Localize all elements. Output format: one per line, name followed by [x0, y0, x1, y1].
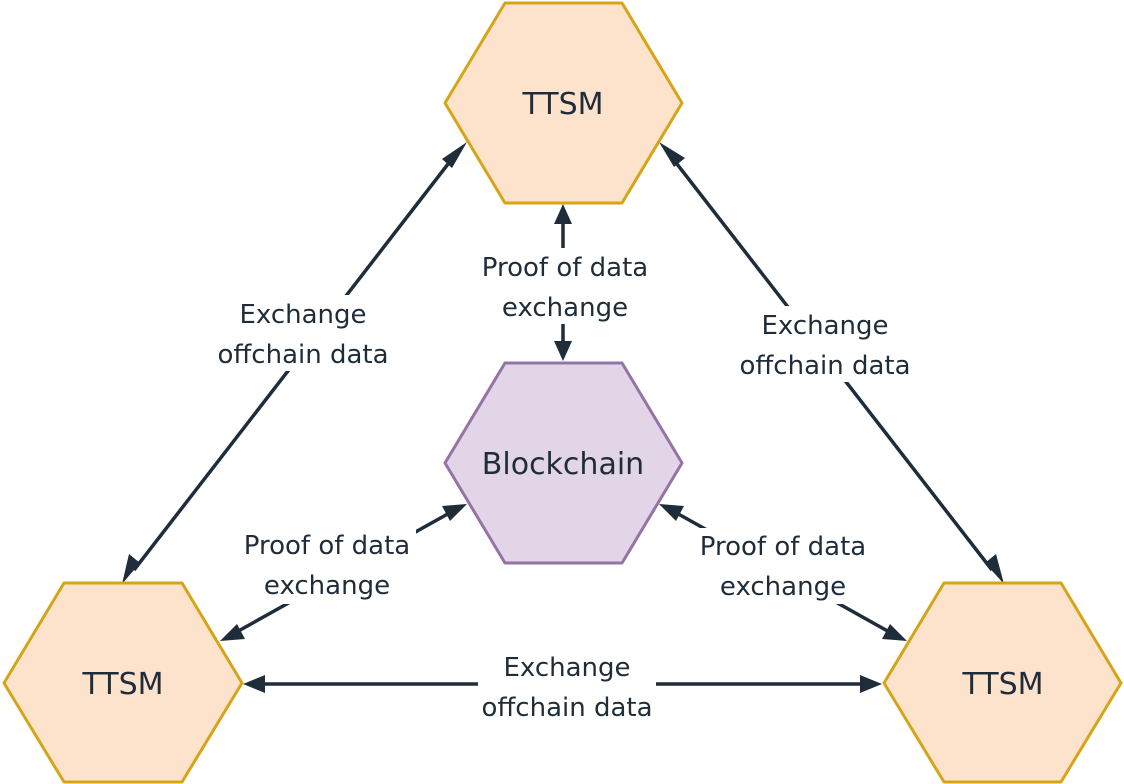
node-ttsm-top[interactable]: TTSM — [443, 1, 684, 205]
node-label-bottom-right: TTSM — [961, 667, 1043, 702]
edge-label-left-center-line1: Proof of data — [244, 531, 410, 561]
arrowhead-top-left-lower — [122, 554, 140, 584]
label-bg-top-right — [738, 306, 912, 382]
edge-label-bottom-line1: Exchange — [503, 653, 630, 683]
hexagon-shape — [882, 581, 1123, 784]
hexagon-shape — [443, 361, 684, 565]
edge-label-top-center-line1: Proof of data — [482, 253, 648, 283]
arrowhead-right-center-upper — [659, 504, 684, 521]
node-label-center: Blockchain — [482, 447, 644, 482]
label-bg-bottom — [478, 648, 656, 724]
arrowhead-top-right-lower — [985, 554, 1004, 584]
node-label-top: TTSM — [521, 87, 603, 122]
arrowhead-left-center-lower — [220, 624, 245, 641]
hexagon-shape — [2, 581, 244, 784]
node-ttsm-bottom-right[interactable]: TTSM — [882, 581, 1123, 784]
arrowhead-left-center-upper — [442, 504, 467, 521]
label-bg-top-center — [476, 248, 650, 324]
edge-label-bottom-line2: offchain data — [481, 693, 652, 723]
arrowhead-bottom-right — [860, 675, 882, 693]
label-bg-top-left — [218, 295, 390, 371]
edge-label-right-center-line2: exchange — [720, 572, 846, 602]
edge-label-top-center-line2: exchange — [502, 293, 628, 323]
edge-label-top-right-line1: Exchange — [761, 311, 888, 341]
arrowhead-top-left-upper — [442, 142, 467, 168]
edge-label-top-left-line2: offchain data — [217, 340, 388, 370]
arrowhead-center-top-upper — [554, 204, 572, 224]
label-bg-left-center — [238, 528, 416, 604]
edge-label-top-left-line1: Exchange — [239, 300, 366, 330]
label-bg-right-center — [694, 528, 872, 604]
edge-labels-layer: Exchange offchain data Exchange offchain… — [217, 248, 912, 724]
arrowhead-top-right-upper — [659, 142, 685, 167]
node-blockchain[interactable]: Blockchain — [443, 361, 684, 565]
edge-label-top-right-line2: offchain data — [739, 351, 910, 381]
arrowhead-bottom-left — [243, 675, 265, 693]
edge-label-left-center-line2: exchange — [264, 571, 390, 601]
node-ttsm-bottom-left[interactable]: TTSM — [2, 581, 244, 784]
arrowhead-right-center-lower — [882, 624, 907, 641]
hexagon-shape — [443, 1, 684, 205]
edge-label-right-center-line1: Proof of data — [700, 532, 866, 562]
arrowhead-center-top-lower — [554, 341, 572, 361]
node-label-bottom-left: TTSM — [81, 667, 163, 702]
